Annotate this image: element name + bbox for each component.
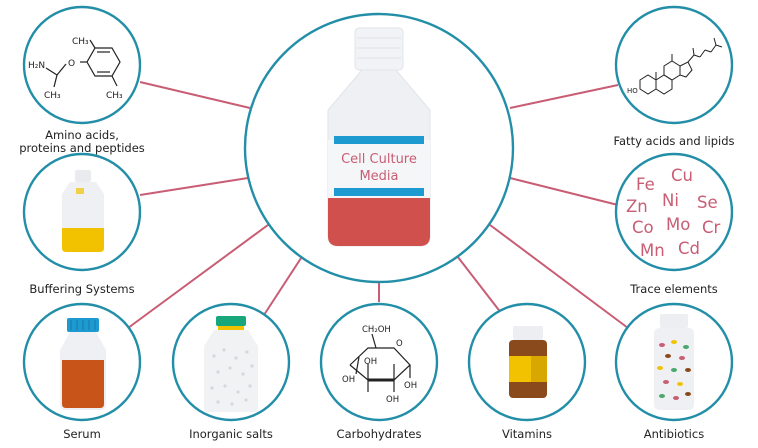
glucose-oh-4: OH xyxy=(386,395,399,405)
element-co: Co xyxy=(632,218,654,237)
amino-o: O xyxy=(68,59,75,69)
glucose-oh-2: OH xyxy=(342,375,355,385)
connector-serum xyxy=(127,221,273,329)
media-bottle-icon: Cell Culture Media xyxy=(327,27,431,247)
node-buffering xyxy=(22,152,142,272)
element-se: Se xyxy=(697,193,718,212)
caption-serum: Serum xyxy=(63,427,101,441)
center-node: Cell Culture Media xyxy=(243,12,515,284)
connector-buffering xyxy=(139,177,249,196)
caption-amino-acids: Amino acids, proteins and peptides xyxy=(19,128,145,155)
node-vitamins xyxy=(467,302,587,422)
connector-fatty xyxy=(509,84,619,109)
caption-vitamins: Vitamins xyxy=(501,427,553,441)
glucose-ch2oh: CH₂OH xyxy=(362,325,391,335)
glucose-oh-3: OH xyxy=(404,381,417,391)
element-mo: Mo xyxy=(666,215,690,234)
amino-ch3-bottom-right: CH₃ xyxy=(106,91,123,101)
amino-h2n: H₂N xyxy=(28,61,45,71)
trace-elements-symbols: Fe Cu Zn Ni Se Co Mo Cr Mn Cd xyxy=(626,166,721,260)
caption-trace-elements: Trace elements xyxy=(630,282,718,296)
node-serum xyxy=(22,302,142,422)
element-fe: Fe xyxy=(636,175,655,194)
connector-inorganic xyxy=(261,251,306,319)
caption-antibiotics: Antibiotics xyxy=(643,427,705,441)
element-zn: Zn xyxy=(626,197,648,216)
glucose-molecule-icon: CH₂OH O OH OH OH OH xyxy=(342,325,417,405)
sterol-molecule-icon: HO xyxy=(627,37,723,95)
caption-fatty-acids: Fatty acids and lipids xyxy=(613,134,735,148)
element-cu: Cu xyxy=(671,166,693,185)
antibiotics-bottle-icon xyxy=(654,314,694,410)
element-cd: Cd xyxy=(678,239,700,258)
node-amino-acids: CH₃ O H₂N CH₃ CH₃ xyxy=(22,5,142,125)
caption-carbohydrates: Carbohydrates xyxy=(336,427,422,441)
node-fatty-acids: HO xyxy=(614,5,734,125)
buffer-bottle-icon xyxy=(62,170,104,252)
glucose-oh-1: OH xyxy=(364,357,377,367)
serum-bottle-icon xyxy=(60,318,106,410)
amino-ch3-bottom-left: CH₃ xyxy=(44,91,61,101)
node-trace-elements: Fe Cu Zn Ni Se Co Mo Cr Mn Cd xyxy=(614,152,734,272)
amino-ch3-top: CH₃ xyxy=(72,37,89,47)
element-mn: Mn xyxy=(640,241,665,260)
node-inorganic-salts xyxy=(171,302,291,422)
connector-vitamins xyxy=(453,251,506,319)
sterol-ho: HO xyxy=(627,87,638,95)
connector-trace xyxy=(509,177,619,206)
caption-inorganic-salts: Inorganic salts xyxy=(189,427,273,441)
vitamin-bottle-icon xyxy=(509,326,547,398)
connector-amino xyxy=(139,81,251,109)
glucose-ring-o: O xyxy=(396,339,403,349)
element-ni: Ni xyxy=(662,191,679,210)
connector-lines xyxy=(127,81,629,329)
center-title-line2: Media xyxy=(359,169,398,184)
node-carbohydrates: CH₂OH O OH OH OH OH xyxy=(319,302,439,422)
node-antibiotics xyxy=(614,302,734,422)
caption-buffering: Buffering Systems xyxy=(29,282,135,296)
connector-antibiotics xyxy=(485,221,629,329)
salt-jar-icon xyxy=(204,316,258,412)
amino-molecule-icon: CH₃ O H₂N CH₃ CH₃ xyxy=(28,37,123,101)
element-cr: Cr xyxy=(702,218,721,237)
center-title-line1: Cell Culture xyxy=(341,152,417,167)
